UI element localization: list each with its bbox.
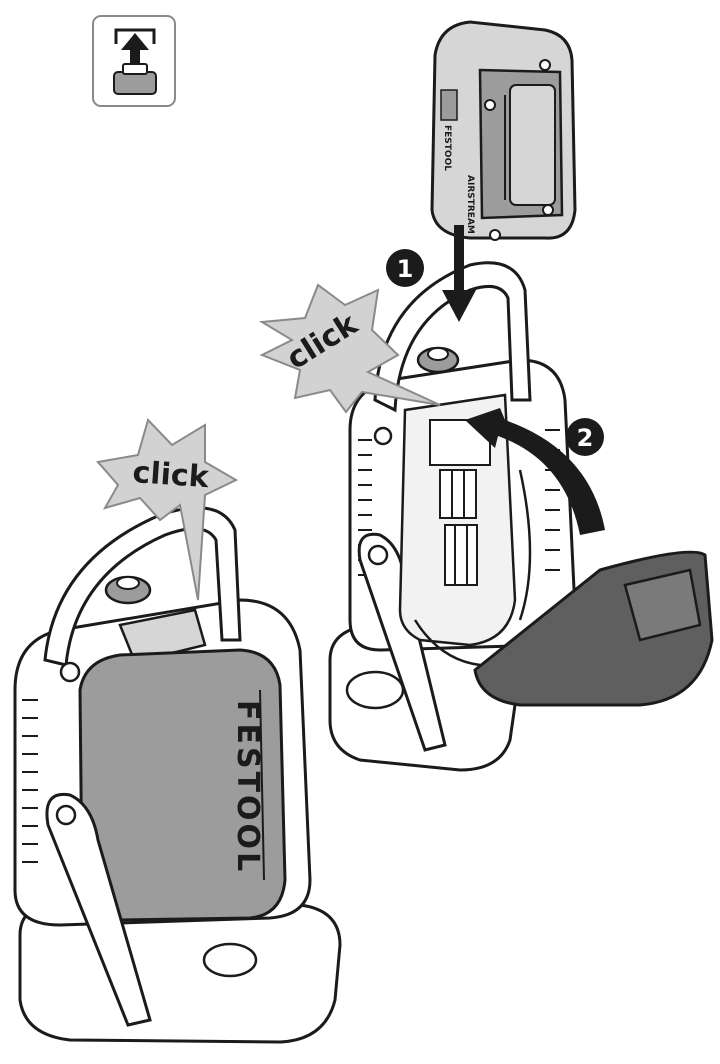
step-1-number: 1 <box>397 255 414 283</box>
battery-pack: FESTOOL AIRSTREAM <box>430 20 577 241</box>
step-2-number: 2 <box>577 424 594 452</box>
battery-remove-icon <box>92 15 176 107</box>
step-2-badge: 2 <box>566 418 604 456</box>
click-callout-left: click <box>96 418 239 601</box>
work-light-closed: FESTOOL <box>13 506 342 1044</box>
battery-model-label: AIRSTREAM <box>465 175 475 234</box>
insert-arrow <box>442 225 476 322</box>
battery-side-brand: FESTOOL <box>230 700 265 874</box>
close-cover-arrow <box>465 408 605 535</box>
work-light-open <box>328 261 714 772</box>
step-1-badge: 1 <box>386 249 424 287</box>
click-callout-left-text: click <box>131 455 210 495</box>
click-callout-right: click <box>258 283 441 414</box>
battery-top-brand: FESTOOL <box>442 125 452 171</box>
